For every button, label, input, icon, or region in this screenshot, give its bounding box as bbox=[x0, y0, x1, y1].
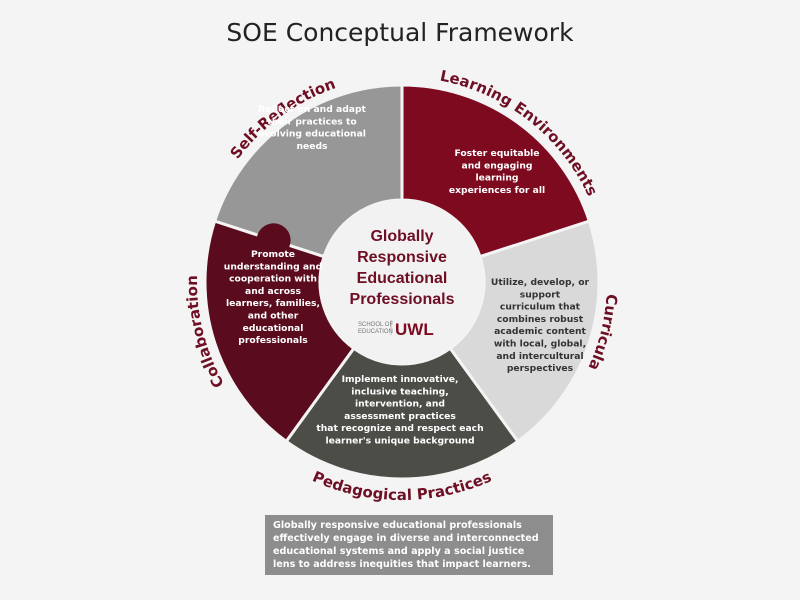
segment-description-line: and engaging bbox=[462, 160, 533, 171]
segment-description-line: their practices to bbox=[267, 116, 356, 127]
caption-box: Globally responsive educational professi… bbox=[265, 515, 553, 575]
segment-description-line: educational bbox=[243, 323, 304, 334]
segment-description-line: support bbox=[520, 289, 561, 300]
segment-description-line: learners, families, bbox=[226, 298, 320, 309]
segment-description-line: assessment practices bbox=[344, 411, 456, 422]
page-title: SOE Conceptual Framework bbox=[226, 18, 574, 47]
uwl-logo: SCHOOL OF EDUCATION UWL bbox=[358, 320, 434, 339]
segment-description-line: understanding and bbox=[224, 261, 322, 272]
segment-description-line: Promote bbox=[251, 249, 295, 260]
segment-description-line: inclusive teaching, bbox=[351, 386, 448, 397]
segment-description-line: professionals bbox=[238, 335, 308, 346]
center-line-3: Educational bbox=[357, 270, 448, 287]
segment-self-reflection bbox=[212, 83, 404, 259]
segment-description-line: curriculum that bbox=[500, 302, 581, 313]
segment-description-line: Utilize, develop, or bbox=[491, 277, 590, 288]
segment-description-line: cooperation with bbox=[229, 274, 317, 285]
segment-description-line: perspectives bbox=[507, 363, 574, 374]
segment-description-line: Reflect on and adapt bbox=[258, 104, 367, 115]
svg-text:EDUCATION: EDUCATION bbox=[358, 329, 393, 335]
segment-learning-environments bbox=[400, 83, 592, 259]
segment-description-line: intervention, and bbox=[355, 399, 445, 410]
segment-description-line: with local, global, bbox=[494, 339, 586, 350]
segment-description-line: and intercultural bbox=[496, 351, 583, 362]
segment-description-line: Foster equitable bbox=[454, 148, 539, 159]
segment-description-line: evolving educational bbox=[258, 129, 366, 140]
segment-description-line: Implement innovative, bbox=[342, 374, 459, 385]
segment-description-line: learner's unique background bbox=[325, 436, 474, 447]
svg-text:UWL: UWL bbox=[395, 320, 434, 339]
segment-description-line: and across bbox=[245, 286, 301, 297]
puzzle-knob bbox=[256, 223, 291, 258]
segment-description-line: academic content bbox=[494, 326, 586, 337]
center-circle bbox=[320, 200, 484, 364]
svg-text:SCHOOL OF: SCHOOL OF bbox=[358, 322, 393, 328]
segment-description-line: needs bbox=[296, 141, 328, 152]
segment-description-line: that recognize and respect each bbox=[316, 423, 483, 434]
segment-description-line: combines robust bbox=[497, 314, 584, 325]
segment-description-line: and other bbox=[248, 311, 299, 322]
center-line-2: Responsive bbox=[357, 249, 447, 266]
segment-description-line: experiences for all bbox=[449, 185, 545, 196]
center-line-1: Globally bbox=[370, 228, 433, 245]
segment-description-line: learning bbox=[476, 173, 519, 184]
center-line-4: Professionals bbox=[350, 291, 455, 308]
